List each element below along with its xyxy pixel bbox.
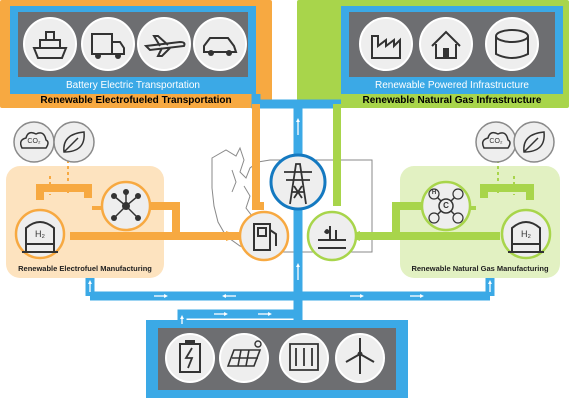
renewable-electrofuel-manufacturing-label: Renewable Electrofuel Manufacturing (18, 264, 152, 273)
renewable-natural-gas-infrastructure-label: Renewable Natural Gas Infrastructure (362, 95, 542, 106)
battery-electric-transportation-label: Battery Electric Transportation (66, 80, 200, 91)
renewable-powered-infrastructure-label: Renewable Powered Infrastructure (375, 80, 529, 91)
infrastructure-icons (359, 17, 539, 71)
fuel-pump-icon[interactable] (238, 210, 290, 262)
wind-turbine-icon (335, 333, 385, 383)
electrofuel-pipe-h2 (36, 184, 92, 200)
transmission-tower-icon[interactable] (269, 153, 327, 211)
battery-icon (165, 333, 215, 383)
ship-icon (23, 17, 77, 71)
gas-pipe-methanation (392, 202, 424, 236)
methane-carbon-label: C (443, 201, 449, 210)
transport-icons (23, 17, 247, 71)
molecule-icon (100, 180, 152, 232)
renewable-natural-gas-manufacturing-label: Renewable Natural Gas Manufacturing (411, 264, 549, 273)
grid-pipe-sources-return (177, 309, 298, 320)
co2-label-left: CO₂ (27, 138, 41, 145)
gas-pipe-h2 (480, 184, 534, 200)
renewable-electrofueled-transportation-label: Renewable Electrofueled Transportation (40, 95, 232, 106)
truck-icon (81, 17, 135, 71)
hydrogen-tank-icon-left (14, 208, 66, 260)
grid-pipe-vertical (251, 94, 303, 320)
electrofuel-pipe-from-transport (252, 104, 264, 210)
car-icon (193, 17, 247, 71)
co2-label-right: CO₂ (489, 138, 503, 145)
airplane-icon (137, 17, 191, 71)
hydrogen-tank-icon-right (500, 208, 552, 260)
factory-icon (359, 17, 413, 71)
hydro-dam-icon (279, 333, 329, 383)
storage-tank-icon (485, 17, 539, 71)
washington-state-map-icon (211, 146, 373, 253)
solar-panel-icon (219, 333, 269, 383)
house-icon (419, 17, 473, 71)
leaf-icon-left (53, 121, 95, 163)
h2-label-right: H₂ (521, 229, 531, 239)
electrofuel-pipe-synthesis (148, 202, 180, 236)
gas-pipeline-icon[interactable] (306, 210, 358, 262)
methane-hydrogen-label: H (431, 190, 437, 196)
leaf-icon-right (513, 121, 555, 163)
h2-label-left: H₂ (35, 229, 45, 239)
methane-molecule-icon (420, 180, 472, 232)
